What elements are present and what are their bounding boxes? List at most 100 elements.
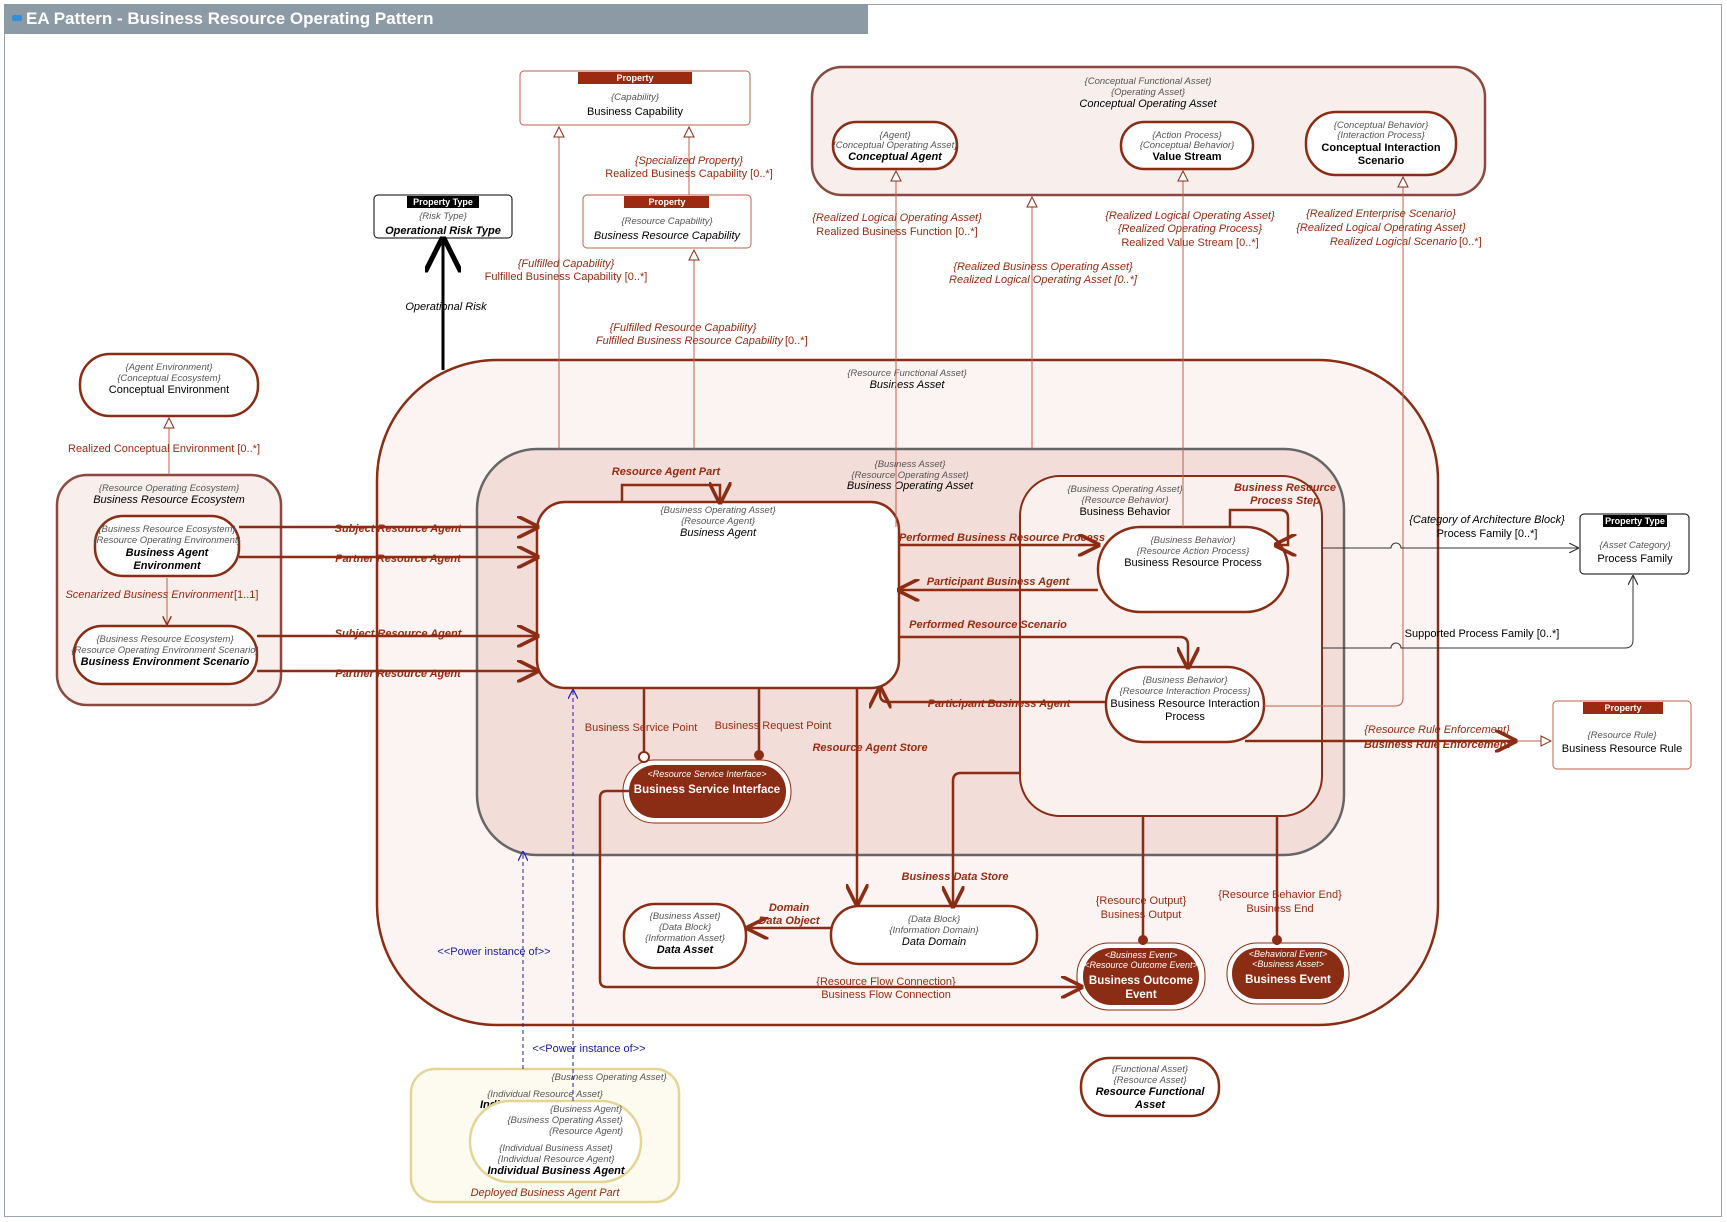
lbl-realized-es-1: {Realized Enterprise Scenario} bbox=[1306, 208, 1456, 220]
boe-name-2: Event bbox=[1125, 989, 1156, 1001]
lbl-domain-data-object-1: Domain bbox=[769, 902, 810, 914]
coa-stereo-2: {Operating Asset} bbox=[1111, 87, 1186, 98]
edge-performed-resource-scenario[interactable] bbox=[899, 635, 1188, 667]
ca-stereo-2: {Conceptual Operating Asset} bbox=[833, 140, 959, 151]
conceptual-interaction-scenario-node[interactable] bbox=[1304, 110, 1458, 177]
boa-stereo-2: {Resource Operating Asset} bbox=[851, 470, 969, 481]
da-name: Data Asset bbox=[657, 944, 715, 956]
lbl-realized-vs-1: {Realized Logical Operating Asset} bbox=[1105, 210, 1275, 222]
brip-name-2: Process bbox=[1165, 711, 1205, 723]
lbl-fulfilled-resource-capability-1: {Fulfilled Resource Capability} bbox=[610, 322, 757, 334]
brr-stereo: {Resource Rule} bbox=[1587, 730, 1657, 741]
diagram-icon bbox=[12, 15, 22, 21]
business-event-node[interactable] bbox=[1232, 948, 1344, 999]
value-stream-node[interactable] bbox=[1119, 120, 1255, 171]
lbl-business-data-store: Business Data Store bbox=[902, 871, 1009, 883]
dep-stereo-2: {Business Operating Asset} bbox=[507, 1115, 623, 1126]
lbl-category-arch-block: {Category of Architecture Block} bbox=[1409, 514, 1565, 526]
cis-stereo-2: {Interaction Process} bbox=[1337, 130, 1425, 141]
diagram-title: EA Pattern - Business Resource Operating… bbox=[26, 9, 434, 28]
lbl-resource-agent-part: Resource Agent Part bbox=[612, 466, 722, 478]
lbl-scenarized-environment: Scenarized Business Environment bbox=[65, 589, 233, 601]
business-resource-process-node[interactable] bbox=[1096, 525, 1290, 614]
ort-stereo: {Risk Type} bbox=[419, 211, 468, 222]
bae-stereo-1: {Business Resource Ecosystem} bbox=[98, 524, 236, 535]
lbl-process-family: Process Family [0..*] bbox=[1437, 528, 1538, 540]
bes-name: Business Environment Scenario bbox=[81, 656, 250, 668]
brc-stereo: {Resource Capability} bbox=[621, 216, 713, 227]
bb-stereo-1: {Business Operating Asset} bbox=[1067, 484, 1183, 495]
boe-name-1: Business Outcome bbox=[1089, 975, 1193, 987]
dep-outer-stereo-1: {Business Operating Asset} bbox=[551, 1072, 667, 1083]
lbl-participant-business-agent-2: Participant Business Agent bbox=[928, 698, 1072, 710]
pf-header bbox=[1603, 515, 1667, 527]
data-domain-node[interactable] bbox=[829, 904, 1039, 966]
lbl-specialized-property-2: Realized Business Capability [0..*] bbox=[605, 168, 773, 180]
brc-name: Business Resource Capability bbox=[594, 230, 742, 242]
edge-resource-agent-part[interactable] bbox=[620, 485, 720, 502]
lbl-business-request-point: Business Request Point bbox=[715, 720, 832, 732]
lbl-frc-mult: [0..*] bbox=[785, 335, 808, 347]
edge-process-family[interactable] bbox=[1322, 542, 1578, 548]
lbl-partner-resource-agent-1: Partner Resource Agent bbox=[335, 553, 462, 565]
be-stereo-1: <Behavioral Event> bbox=[1249, 949, 1328, 959]
pf-header-text: Property Type bbox=[1605, 516, 1665, 526]
lbl-fulfilled-capability-2: Fulfilled Business Capability [0..*] bbox=[485, 271, 648, 283]
brc-header bbox=[624, 196, 709, 208]
edge-realized-logical-scenario[interactable] bbox=[1264, 177, 1403, 707]
business-service-interface-node[interactable] bbox=[629, 765, 786, 818]
conceptual-agent-node[interactable] bbox=[831, 120, 959, 171]
lbl-realized-es-mult: [0..*] bbox=[1459, 236, 1482, 248]
lbl-realized-es-2: {Realized Logical Operating Asset} bbox=[1296, 222, 1466, 234]
rfa-stereo-2: {Resource Asset} bbox=[1113, 1075, 1187, 1086]
lbl-realized-vs-3: Realized Value Stream [0..*] bbox=[1121, 237, 1258, 249]
edge-business-data-store[interactable] bbox=[953, 771, 1020, 906]
brr-name: Business Resource Rule bbox=[1562, 743, 1682, 755]
lbl-resource-output-2: Business Output bbox=[1101, 909, 1182, 921]
lbl-business-rule-enforcement: Business Rule Enforcement bbox=[1364, 739, 1511, 751]
business-capability-header-text: Property bbox=[616, 73, 653, 83]
request-point-port-icon bbox=[754, 750, 764, 760]
association-edges bbox=[239, 485, 1515, 987]
lbl-specialized-property-1: {Specialized Property} bbox=[635, 155, 744, 167]
edge-business-resource-process-step[interactable] bbox=[1228, 508, 1288, 545]
conceptual-environment-node[interactable] bbox=[78, 352, 260, 418]
cis-stereo-1: {Conceptual Behavior} bbox=[1334, 120, 1429, 131]
individual-business-agent-node[interactable] bbox=[468, 1099, 643, 1184]
process-family-node[interactable] bbox=[1579, 513, 1690, 575]
vs-stereo-2: {Conceptual Behavior} bbox=[1140, 140, 1235, 151]
business-outcome-event-node[interactable] bbox=[1083, 948, 1199, 1005]
business-capability-name: Business Capability bbox=[587, 106, 683, 118]
edge-participant-business-agent-2[interactable] bbox=[880, 688, 1106, 702]
bes-stereo-1: {Business Resource Ecosystem} bbox=[96, 634, 234, 645]
business-capability-node[interactable] bbox=[519, 70, 751, 126]
business-capability-header bbox=[578, 72, 692, 84]
edge-supported-process-family[interactable] bbox=[1322, 576, 1633, 649]
lbl-performed-brp: Performed Business Resource Process bbox=[899, 532, 1105, 544]
bre-stereo: {Resource Operating Ecosystem} bbox=[99, 483, 240, 494]
dd-stereo-1: {Data Block} bbox=[908, 914, 961, 925]
ba-stereo-1: {Business Operating Asset} bbox=[660, 505, 776, 516]
business-resource-rule-node[interactable] bbox=[1552, 700, 1692, 770]
edge-business-flow-connection[interactable] bbox=[598, 789, 1081, 987]
business-capability-stereo: {Capability} bbox=[611, 92, 660, 103]
business-environment-scenario-node[interactable] bbox=[72, 624, 259, 686]
bes-stereo-2: {Resource Operating Environment Scenario… bbox=[71, 645, 259, 656]
dep-stereo-4: {Individual Business Asset} bbox=[499, 1143, 614, 1154]
bae-name-1: Business Agent bbox=[126, 547, 210, 559]
dd-name: Data Domain bbox=[902, 936, 966, 948]
pf-stereo: {Asset Category} bbox=[1599, 540, 1671, 551]
resource-functional-asset-node[interactable] bbox=[1079, 1056, 1221, 1118]
ce-stereo-1: {Agent Environment} bbox=[125, 362, 213, 373]
dd-stereo-2: {Information Domain} bbox=[889, 925, 979, 936]
ort-name: Operational Risk Type bbox=[385, 225, 501, 237]
business-resource-capability-node[interactable] bbox=[582, 194, 752, 249]
dep-stereo-5: {Individual Resource Agent} bbox=[498, 1154, 616, 1165]
service-point-port-icon bbox=[638, 751, 650, 763]
rfa-stereo-1: {Functional Asset} bbox=[1112, 1064, 1189, 1075]
business-agent-environment-node[interactable] bbox=[93, 514, 241, 578]
pf-name: Process Family bbox=[1597, 553, 1673, 565]
lbl-power-instance-1: <<Power instance of>> bbox=[437, 946, 550, 958]
diagram-title-bar: EA Pattern - Business Resource Operating… bbox=[4, 4, 868, 34]
brip-stereo-1: {Business Behavior} bbox=[1142, 675, 1228, 686]
